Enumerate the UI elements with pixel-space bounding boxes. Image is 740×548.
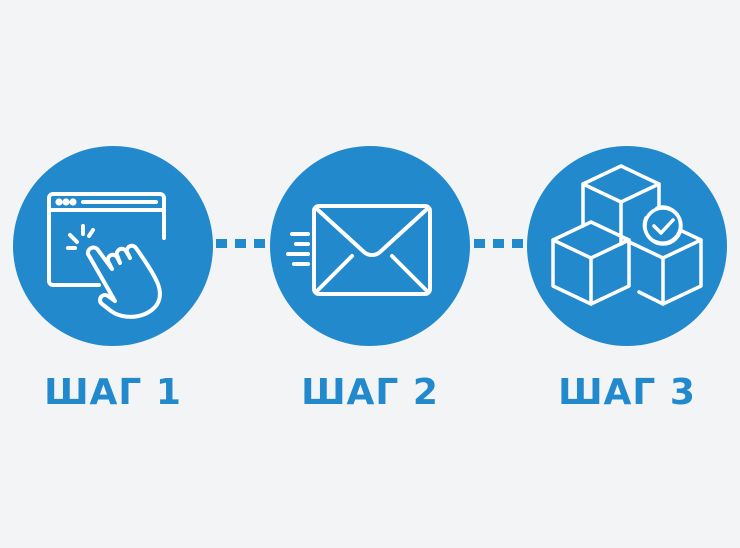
boxes-check-icon (551, 164, 703, 306)
step-3: ШАГ 3 (527, 146, 727, 413)
step-1-circle (13, 146, 213, 346)
step-2-label: ШАГ 2 (301, 372, 439, 413)
step-1-label: ШАГ 1 (44, 372, 182, 413)
step-2-circle (270, 146, 470, 346)
step-3-circle (527, 146, 727, 346)
envelope-icon (286, 204, 432, 296)
connector-2-3 (474, 239, 523, 248)
step-3-label: ШАГ 3 (558, 372, 696, 413)
connector-1-2 (216, 239, 265, 248)
browser-click-icon (47, 192, 166, 319)
step-2: ШАГ 2 (270, 146, 470, 413)
step-1: ШАГ 1 (13, 146, 213, 413)
